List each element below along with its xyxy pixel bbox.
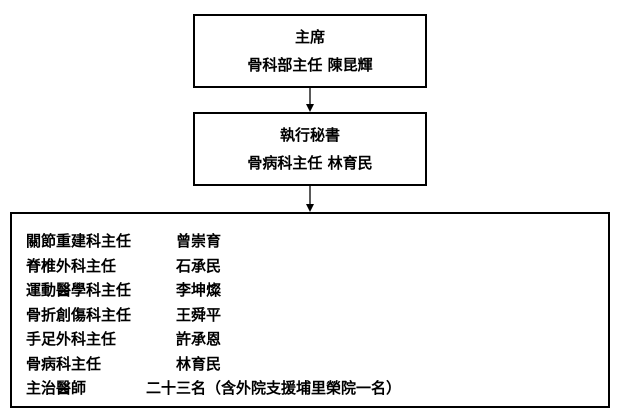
member-name: 林育民 [176, 354, 222, 373]
member-name: 王舜平 [176, 305, 222, 324]
chair-detail: 骨科部主任 陳昆輝 [247, 56, 373, 74]
secretary-box: 執行秘書 骨病科主任 林育民 [193, 112, 427, 186]
secretary-title: 執行秘書 [279, 126, 340, 144]
member-role: 骨折創傷科主任 [26, 305, 132, 324]
member-role: 骨病科主任 [26, 354, 102, 373]
member-role: 手足外科主任 [26, 330, 117, 348]
member-role: 關節重建科主任 [26, 232, 132, 250]
members-box: 關節重建科主任 曾崇育 脊椎外科主任 石承民 運動醫學科主任 李坤燦 骨折創傷科… [10, 212, 610, 408]
member-name: 許承恩 [176, 330, 222, 348]
member-name: 石承民 [176, 256, 222, 275]
chair-title: 主席 [294, 28, 325, 46]
member-role: 運動醫學科主任 [26, 281, 132, 299]
member-role: 脊椎外科主任 [26, 256, 117, 275]
secretary-detail: 骨病科主任 林育民 [247, 154, 373, 172]
member-role: 主治醫師 [26, 379, 87, 397]
chair-box: 主席 骨科部主任 陳昆輝 [193, 14, 427, 88]
member-name: 曾崇育 [176, 232, 222, 250]
member-name: 李坤燦 [176, 281, 222, 299]
member-name: 二十三名（含外院支援埔里榮院一名） [146, 379, 402, 397]
